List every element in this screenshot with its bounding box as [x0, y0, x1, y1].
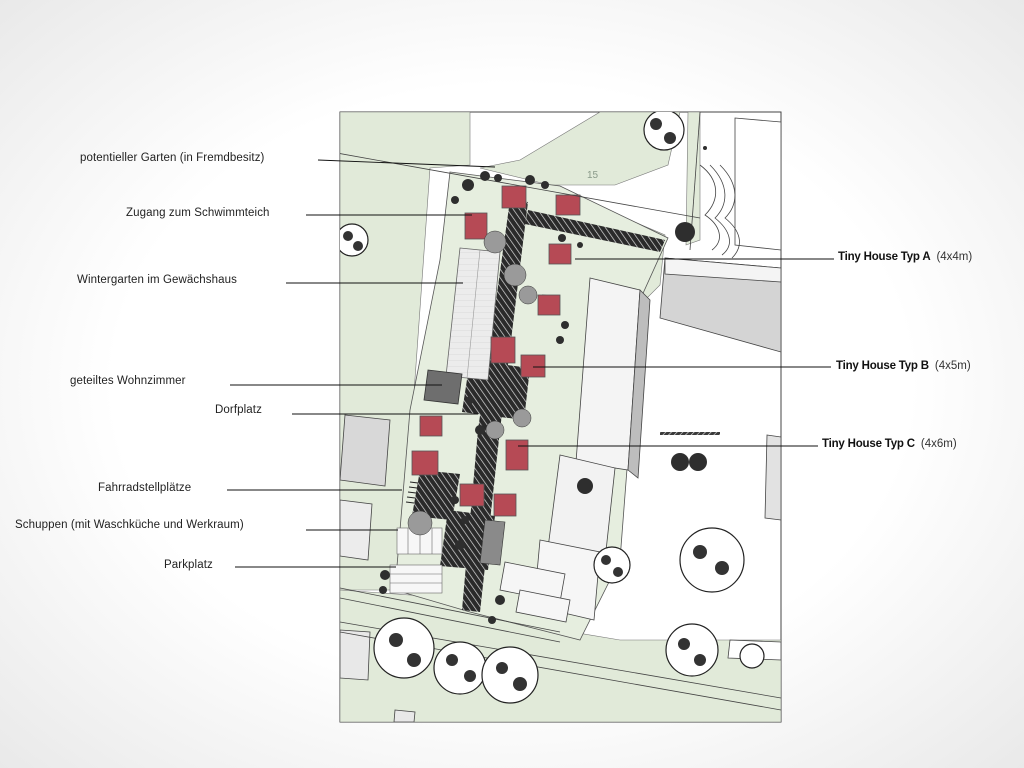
type-b-dimension: (4x5m): [934, 360, 971, 372]
tiny-house: [537, 294, 561, 316]
type-a-name: Tiny House Typ A: [838, 251, 931, 263]
label-village-square: Dorfplatz: [215, 404, 262, 416]
leader-lines: [227, 159, 834, 568]
type-c-name: Tiny House Typ C: [822, 438, 915, 450]
trees-large: [340, 112, 765, 704]
label-wintergarden: Wintergarten im Gewächshaus: [77, 274, 237, 286]
shed: [479, 519, 506, 566]
tiny-house: [419, 415, 443, 437]
dashed-bench: [660, 432, 720, 435]
type-b-name: Tiny House Typ B: [836, 360, 929, 372]
label-type-c: Tiny House Typ C (4x6m): [822, 438, 957, 450]
trees-light: [407, 230, 538, 536]
tiny-house: [505, 439, 529, 471]
label-garden: potentiell​er Garten (in Fremdbesitz): [80, 152, 265, 164]
label-shed: Schuppen (mit Waschküche und Werkraum): [15, 519, 244, 531]
tiny-house: [548, 243, 572, 265]
label-bike-parking: Fahrradstellplätze: [98, 482, 192, 494]
parking-lot: [389, 527, 443, 594]
label-parking: Parkplatz: [164, 559, 213, 571]
wintergarden: [445, 247, 501, 381]
label-shared-livingroom: geteiltes Wohnzimmer: [70, 375, 186, 387]
trees-large-texture: [343, 118, 729, 691]
type-c-dimension: (4x6m): [920, 438, 957, 450]
tiny-houses: [411, 185, 581, 517]
tiny-house: [464, 212, 488, 240]
tiny-house: [501, 185, 527, 209]
tiny-house: [520, 354, 546, 378]
tiny-house: [555, 194, 581, 216]
tiny-house: [459, 483, 485, 507]
tiny-house: [490, 336, 516, 364]
trees-dark: [379, 146, 707, 624]
label-pond-access: Zugang zum Schwimmteich: [126, 207, 270, 219]
type-a-dimension: (4x4m): [936, 251, 973, 263]
label-type-a: Tiny House Typ A (4x4m): [838, 251, 972, 263]
tiny-house: [493, 493, 517, 517]
shared-livingroom: [423, 369, 463, 405]
plot-number: 15: [587, 170, 599, 181]
tiny-house: [411, 450, 439, 476]
existing-buildings: [340, 117, 781, 722]
label-type-b: Tiny House Typ B (4x5m): [836, 360, 971, 372]
